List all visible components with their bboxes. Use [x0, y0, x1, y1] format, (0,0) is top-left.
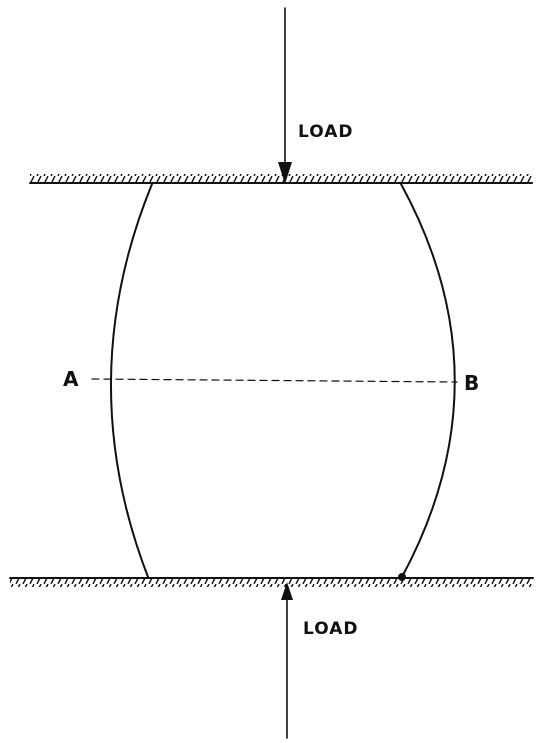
- point-b-label: B: [464, 371, 479, 395]
- top-load-label: LOAD: [298, 122, 354, 142]
- bottom-load-label: LOAD: [303, 619, 359, 639]
- top-arrowhead: [278, 162, 292, 184]
- point-a-label: A: [63, 367, 79, 391]
- top-platen: [29, 174, 533, 184]
- top-load-arrow: [278, 7, 292, 184]
- bottom-load-arrow: [281, 582, 293, 739]
- midline-a-b: [91, 378, 458, 383]
- specimen-right-side: [400, 183, 456, 578]
- specimen-left-side: [109, 183, 153, 578]
- bottom-arrowhead: [281, 582, 293, 600]
- bottom-platen: [9, 577, 534, 587]
